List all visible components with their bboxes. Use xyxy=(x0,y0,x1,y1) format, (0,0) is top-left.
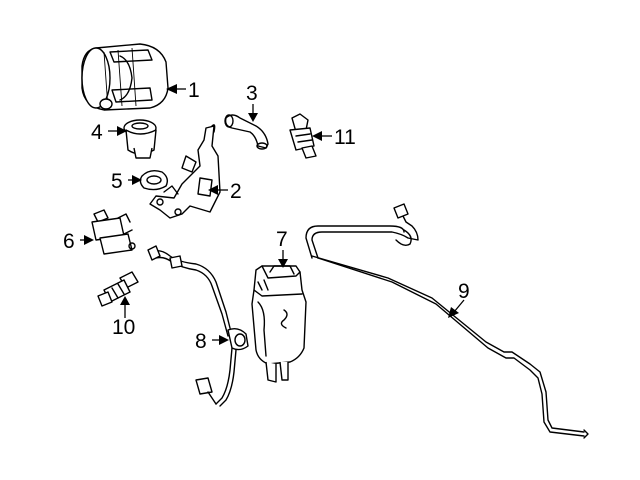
part-9-washer-hose xyxy=(305,203,589,439)
part-6-solenoid xyxy=(91,209,136,255)
callout-4: 4 xyxy=(91,121,103,144)
callout-3: 3 xyxy=(246,82,258,105)
callout-10: 10 xyxy=(112,316,135,339)
part-11-valve xyxy=(289,113,317,159)
callout-8: 8 xyxy=(195,330,207,353)
callout-6: 6 xyxy=(63,230,75,253)
part-1-air-pump xyxy=(81,43,169,111)
callout-9: 9 xyxy=(458,280,470,303)
part-2-bracket xyxy=(149,124,221,219)
part-10-valve xyxy=(97,271,139,307)
callout-11: 11 xyxy=(334,126,356,149)
callout-5: 5 xyxy=(111,170,123,193)
callout-7: 7 xyxy=(276,228,288,251)
part-4-check-valve xyxy=(123,119,157,159)
part-8-sensor-harness xyxy=(147,245,249,407)
part-3-hose xyxy=(224,114,269,150)
leader-lines xyxy=(80,84,465,345)
part-7-reservoir xyxy=(251,265,307,383)
part-5-gasket xyxy=(139,169,169,191)
callout-2: 2 xyxy=(230,180,242,203)
callout-labels: 1 2 3 4 5 6 7 8 9 10 11 xyxy=(63,79,470,353)
callout-1: 1 xyxy=(188,79,200,102)
